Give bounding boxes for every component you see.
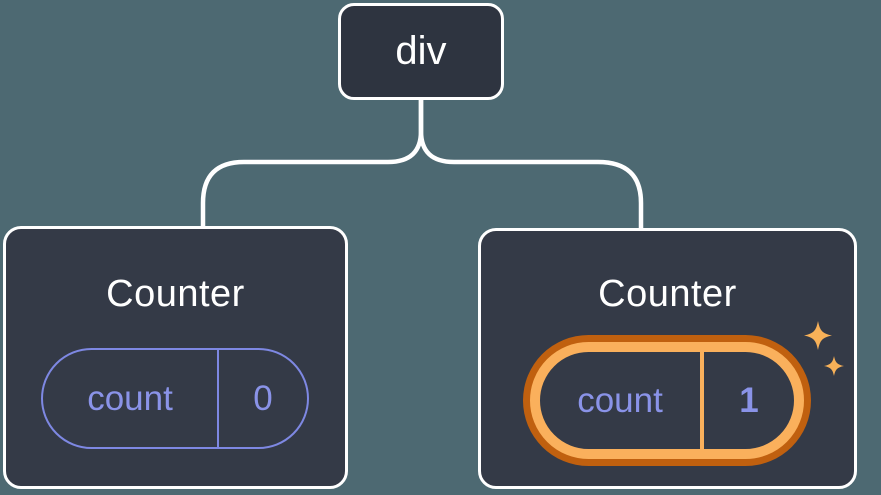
- state-key-label: count: [87, 378, 173, 418]
- root-node-div: div: [338, 3, 504, 100]
- state-value: 0: [253, 378, 273, 418]
- pill-divider: [217, 350, 219, 447]
- component-title: Counter: [106, 273, 245, 315]
- sparkles-icon: [804, 321, 844, 376]
- counter-card-left: Counter count 0: [3, 226, 348, 489]
- counter-card-right: Counter count 1: [478, 228, 857, 489]
- root-node-label: div: [395, 29, 447, 73]
- state-pill: count 0: [41, 348, 309, 449]
- state-key-label: count: [577, 380, 663, 420]
- pill-divider: [700, 352, 704, 449]
- state-value: 1: [739, 380, 759, 420]
- state-pill-highlighted: count 1: [530, 342, 804, 459]
- component-title: Counter: [598, 273, 737, 315]
